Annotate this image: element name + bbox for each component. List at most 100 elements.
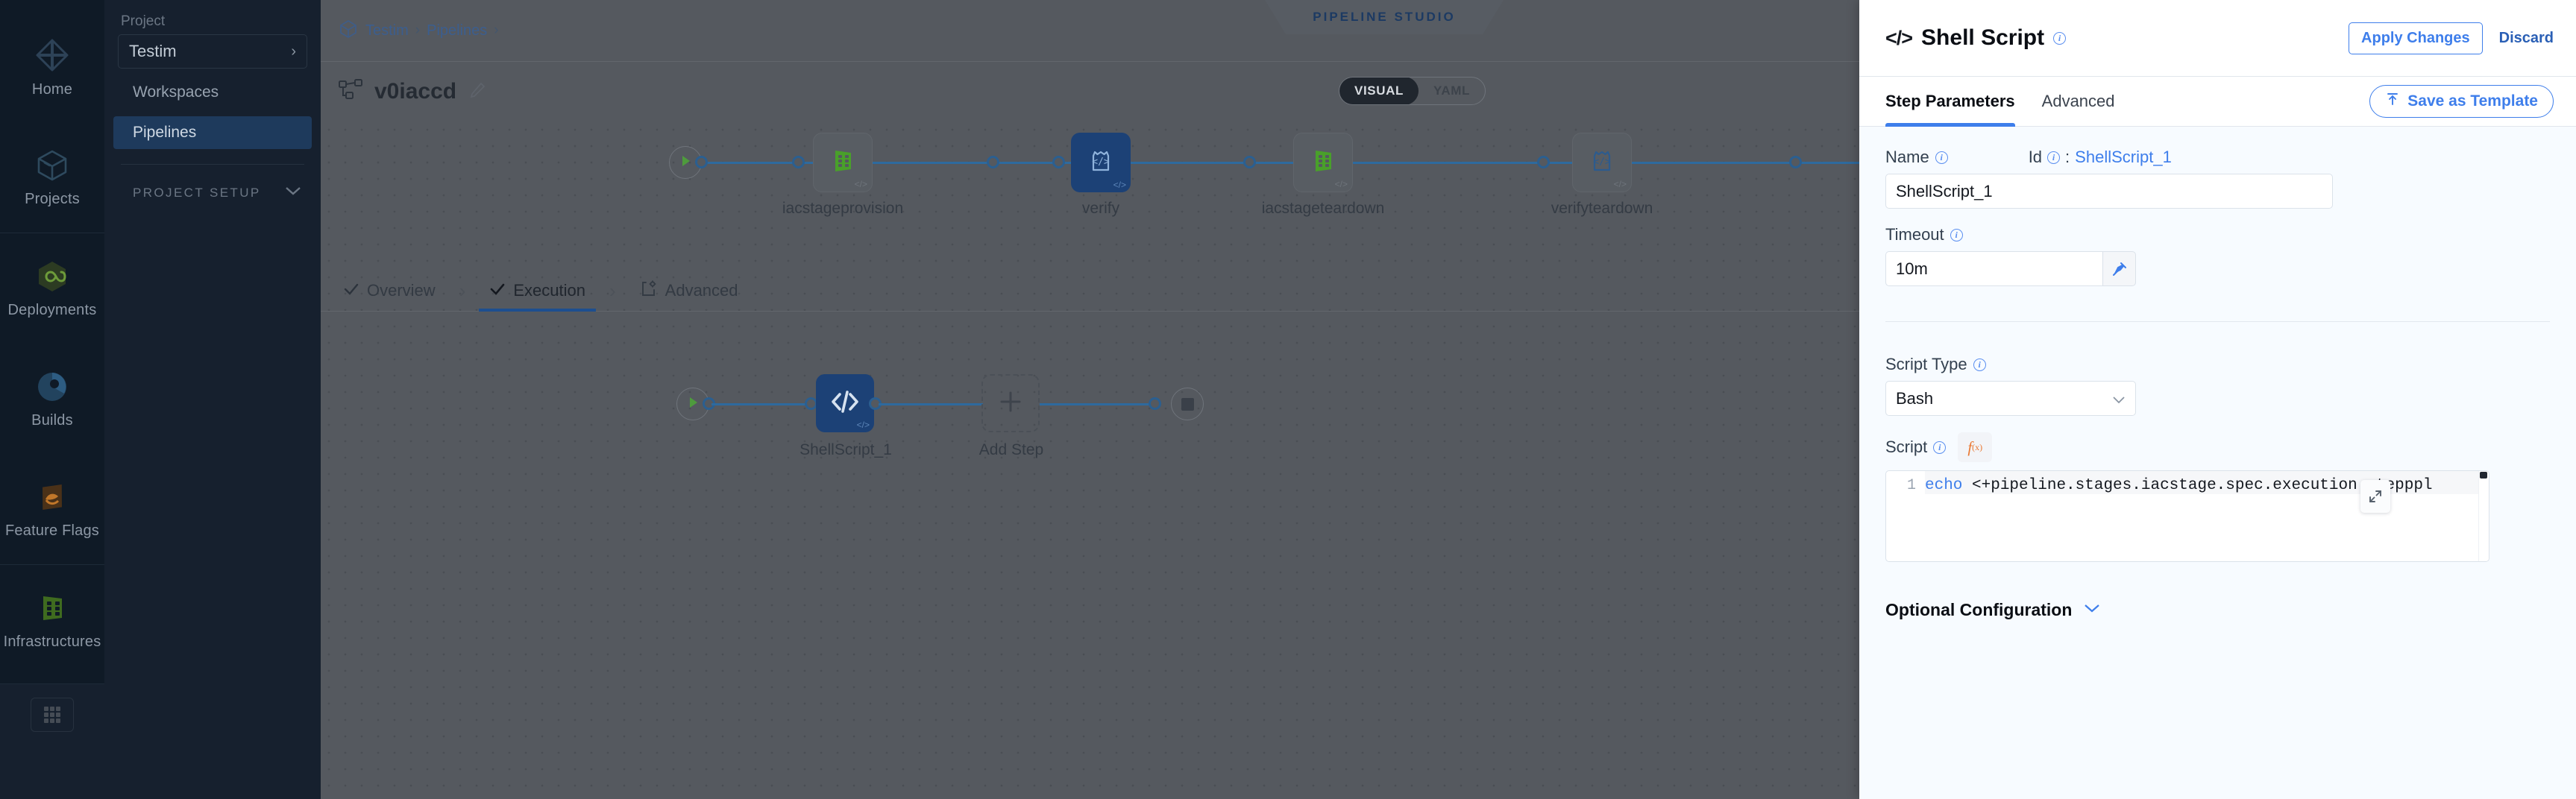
info-icon[interactable]: i xyxy=(2053,31,2067,45)
stage-type-tag: </> xyxy=(1334,179,1348,189)
step-connector xyxy=(1040,403,1152,405)
expression-fx-button[interactable]: f(x) xyxy=(1958,432,1993,462)
stage-port xyxy=(987,156,999,168)
script-label-group: Script i xyxy=(1885,438,1947,457)
template-upload-icon xyxy=(2385,92,2400,111)
project-caption: Project xyxy=(121,13,166,29)
code-tail: ppl xyxy=(2404,477,2433,494)
project-selector[interactable]: Testim › xyxy=(118,34,307,69)
info-icon[interactable]: i xyxy=(1950,228,1963,241)
rail-item-projects[interactable]: Projects xyxy=(0,122,104,233)
code-line[interactable]: echo <+pipeline.stages.iacstage.spec.exe… xyxy=(1925,471,2489,494)
toggle-option-yaml[interactable]: YAML xyxy=(1433,83,1470,98)
stage-label: verifyteardown xyxy=(1551,200,1653,217)
sidebar-item-pipelines[interactable]: Pipelines xyxy=(113,116,312,149)
cube-icon xyxy=(34,147,71,184)
script-type-select[interactable]: Bash xyxy=(1885,381,2136,416)
rail-item-deployments[interactable]: Deployments xyxy=(0,233,104,344)
stage-port xyxy=(1243,156,1256,168)
play-icon xyxy=(678,154,693,172)
step-label: ShellScript_1 xyxy=(799,441,892,458)
id-label: Id xyxy=(2028,148,2043,166)
step-connector xyxy=(711,403,808,405)
tab-advanced[interactable]: Advanced xyxy=(635,271,743,312)
discard-button[interactable]: Discard xyxy=(2498,29,2554,46)
rail-item-home[interactable]: Home xyxy=(0,12,104,122)
code-scrollbar[interactable] xyxy=(2478,471,2489,561)
breadcrumb-item-pipelines[interactable]: Pipelines xyxy=(427,22,488,39)
optional-configuration-label: Optional Configuration xyxy=(1885,600,2073,619)
save-as-template-button[interactable]: Save as Template xyxy=(2369,85,2554,118)
add-step-button[interactable]: Add Step xyxy=(979,374,1043,458)
step-type-tag: </> xyxy=(856,420,870,430)
script-label: Script xyxy=(1885,438,1928,456)
check-icon xyxy=(343,281,359,301)
sidebar-divider xyxy=(121,164,304,165)
tab-overview[interactable]: Overview xyxy=(339,271,440,312)
sidebar-section-label: PROJECT SETUP xyxy=(133,186,261,200)
rail-item-feature-flags[interactable]: Feature Flags xyxy=(0,454,104,564)
sidebar-section-project-setup[interactable]: PROJECT SETUP xyxy=(113,178,312,208)
timeout-input-group: 10m xyxy=(1885,251,2136,286)
id-separator: : xyxy=(2065,148,2070,166)
name-label: Name xyxy=(1885,148,1929,166)
stage-connector xyxy=(1253,162,1544,164)
pin-icon[interactable] xyxy=(2102,251,2136,286)
apply-changes-button[interactable]: Apply Changes xyxy=(2349,22,2483,54)
timeout-field: Timeout i 10m xyxy=(1885,225,2550,286)
info-icon[interactable]: i xyxy=(1933,440,1947,454)
script-field: Script i f(x) 1 echo <+pipeline.stages.i… xyxy=(1885,432,2550,562)
builds-circle-icon xyxy=(34,368,71,405)
name-input[interactable]: ShellScript_1 xyxy=(1885,174,2333,209)
toggle-option-visual[interactable]: VISUAL xyxy=(1339,78,1419,104)
project-name: Testim xyxy=(129,42,177,60)
id-value: ShellScript_1 xyxy=(2075,148,2172,166)
script-type-label-group: Script Type i xyxy=(1885,355,1986,374)
rail-item-infrastructures[interactable]: Infrastructures xyxy=(0,565,104,675)
script-code-editor[interactable]: 1 echo <+pipeline.stages.iacstage.spec.e… xyxy=(1885,470,2489,562)
chevron-down-icon xyxy=(2112,389,2126,408)
stage-node-verify[interactable]: </> </> verify xyxy=(1071,133,1131,217)
panel-title: Shell Script xyxy=(1921,25,2045,50)
timeout-input[interactable]: 10m xyxy=(1885,251,2102,286)
add-step-label: Add Step xyxy=(978,441,1044,458)
timeout-label: Timeout xyxy=(1885,225,1944,244)
fx-label: f xyxy=(1967,438,1973,456)
stage-node-iacstageprovision[interactable]: </> iacstageprovision xyxy=(782,133,903,217)
chevron-down-icon xyxy=(2084,604,2100,617)
expand-icon[interactable] xyxy=(2360,480,2390,513)
stage-node-verifyteardown[interactable]: </> </> verifyteardown xyxy=(1551,133,1653,217)
plus-icon xyxy=(998,389,1023,418)
infra-green-icon xyxy=(828,146,858,180)
name-id-row: Name i Id i : ShellScript_1 xyxy=(1885,148,2550,167)
script-type-label: Script Type xyxy=(1885,355,1967,373)
code-rest: <+pipeline.stages.iacstage.spec.executio… xyxy=(1962,477,2404,494)
rail-item-builds[interactable]: Builds xyxy=(0,344,104,454)
info-icon[interactable]: i xyxy=(1935,151,1948,164)
step-row: </> ShellScript_1 Add Step xyxy=(321,345,2576,539)
stage-node-iacstageteardown[interactable]: </> iacstageteardown xyxy=(1262,133,1384,217)
tab-label: Overview xyxy=(367,281,436,300)
stage-type-tag: </> xyxy=(854,179,867,189)
info-icon[interactable]: i xyxy=(1973,358,1986,371)
tab-step-parameters[interactable]: Step Parameters xyxy=(1885,77,2015,127)
tab-label: Execution xyxy=(513,281,585,300)
pencil-icon[interactable] xyxy=(468,81,486,103)
infra-green-icon xyxy=(1308,146,1338,180)
info-icon[interactable]: i xyxy=(2047,151,2061,164)
breadcrumb-item-testim[interactable]: Testim xyxy=(365,22,409,39)
rail-label: Infrastructures xyxy=(3,634,101,650)
code-brackets-icon: </> xyxy=(1885,26,1913,49)
grid-apps-icon[interactable] xyxy=(31,698,74,732)
visual-yaml-toggle[interactable]: VISUAL YAML xyxy=(1339,77,1486,105)
optional-configuration-toggle[interactable]: Optional Configuration xyxy=(1885,600,2550,620)
tab-advanced[interactable]: Advanced xyxy=(2041,92,2115,110)
tab-separator: › xyxy=(459,279,466,302)
tab-execution[interactable]: Execution xyxy=(479,271,596,312)
stop-square-icon xyxy=(1181,397,1194,411)
sidebar-item-workspaces[interactable]: Workspaces xyxy=(113,76,312,109)
id-display: Id i : ShellScript_1 xyxy=(2029,148,2172,167)
pipeline-studio-badge-label: PIPELINE STUDIO xyxy=(1313,10,1456,24)
step-node-shellscript-1[interactable]: </> ShellScript_1 xyxy=(799,374,892,458)
code-scrollbar-thumb[interactable] xyxy=(2480,472,2487,479)
